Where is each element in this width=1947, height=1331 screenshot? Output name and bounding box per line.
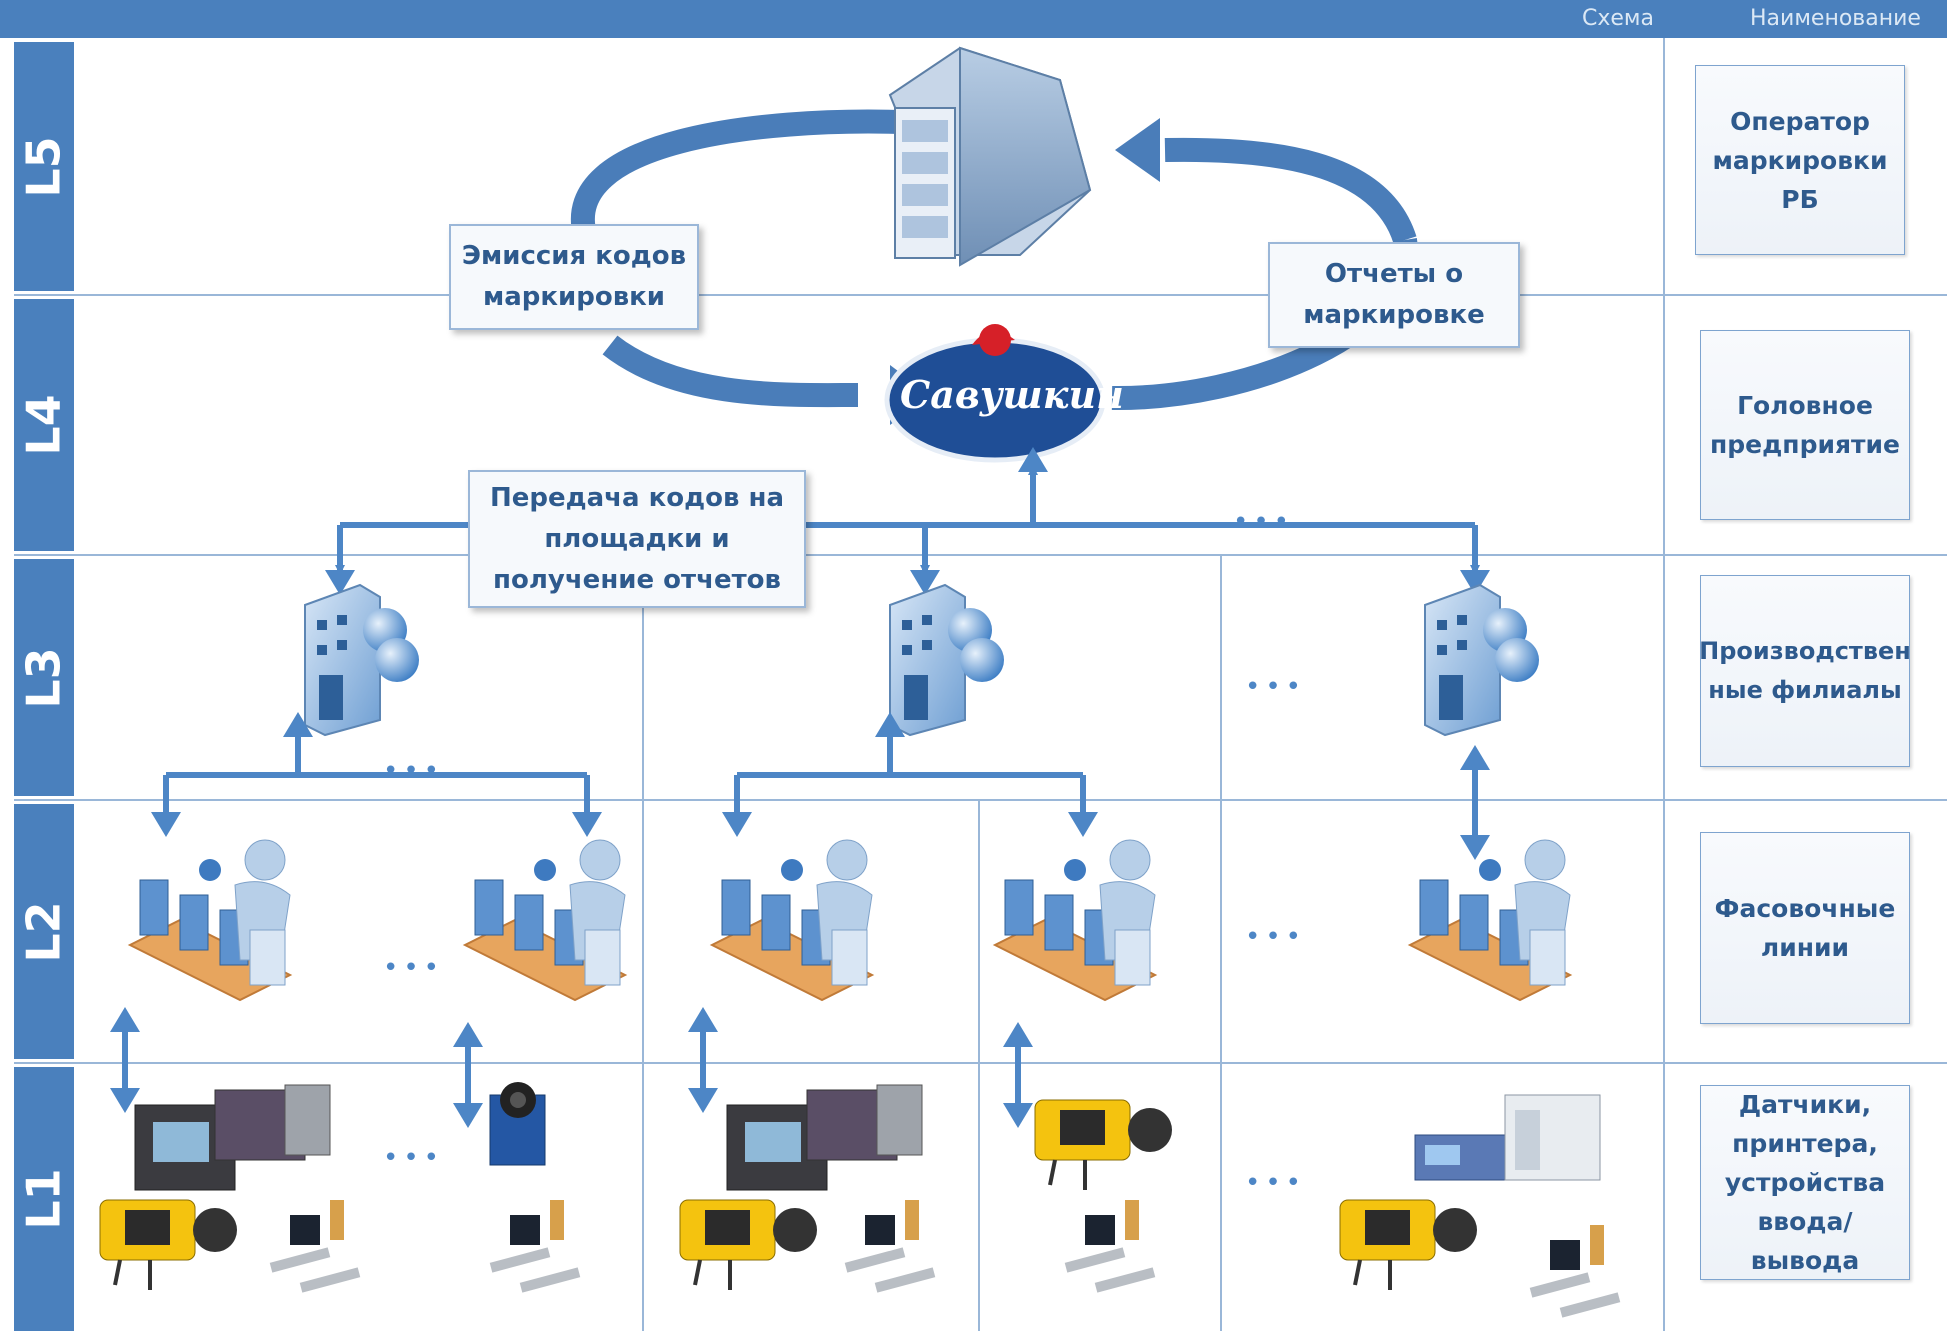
name-box-l3: Производствен ные филиалы (1699, 575, 1911, 767)
name-box-l1: Датчики, принтера, устройства ввода/ выв… (1700, 1085, 1910, 1280)
ellipsis-l4: ••• (1233, 507, 1295, 537)
reports-callout: Отчеты о маркировке (1268, 242, 1520, 348)
ellipsis-l3-right: ••• (1245, 672, 1307, 702)
conveyor-line-icons (127, 839, 1573, 1002)
printer-icons (134, 1084, 923, 1191)
branch-line-trees (163, 735, 1478, 835)
level-tab-l3: L3 (14, 559, 74, 796)
link-arrowheads (110, 1007, 1033, 1128)
level-label: L1 (17, 1168, 72, 1230)
branch-tree-arrowheads (151, 712, 1490, 860)
ellipsis-l2-right: ••• (1245, 922, 1307, 952)
header-bar (0, 0, 1947, 38)
branch-building-icons (304, 583, 1539, 737)
controller-icon (1414, 1094, 1601, 1181)
industrial-camera-icons (99, 1082, 1477, 1290)
tree-arrowheads (325, 447, 1490, 595)
name-box-l4: Головное предприятие (1700, 330, 1910, 520)
level-label: L3 (17, 646, 72, 709)
ellipsis-l1-left: ••• (383, 1143, 445, 1173)
server-icon (888, 46, 1092, 267)
level-tab-l5: L5 (14, 42, 74, 291)
level-tab-l1: L1 (14, 1067, 74, 1331)
level-label: L4 (17, 394, 72, 456)
level-label: L5 (17, 135, 72, 198)
header-scheme-label: Схема (1582, 6, 1654, 31)
ellipsis-l1-right: ••• (1245, 1168, 1307, 1198)
level-tab-l4: L4 (14, 299, 74, 551)
level-label: L2 (17, 900, 72, 963)
grid-lines (14, 38, 1947, 1331)
name-box-l2: Фасовочные линии (1700, 832, 1910, 1024)
ellipsis-l3-left: ••• (383, 756, 445, 786)
header-name-label: Наименование (1750, 6, 1921, 31)
sensor-icons (269, 1200, 1621, 1318)
transfer-callout: Передача кодов на площадки и получение о… (468, 470, 806, 608)
line-device-links (122, 1030, 1021, 1105)
savushkin-logo (884, 324, 1106, 463)
name-box-l5: Оператор маркировки РБ (1695, 65, 1905, 255)
savushkin-logo-text: Савушкин (900, 372, 1124, 417)
level-tab-l2: L2 (14, 804, 74, 1059)
emission-callout: Эмиссия кодов маркировки (449, 224, 699, 330)
ellipsis-l2-left: ••• (383, 953, 445, 983)
